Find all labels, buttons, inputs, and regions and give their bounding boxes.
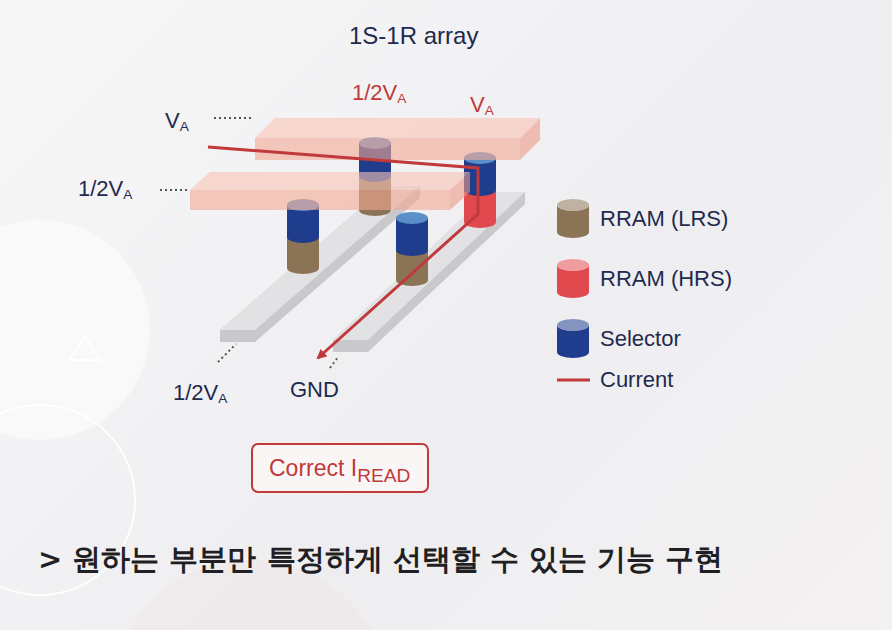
legend-text: Selector (600, 326, 681, 352)
legend-swatch (555, 318, 591, 360)
voltage-label: 1/2VA (352, 80, 406, 106)
legend-swatch (555, 258, 591, 300)
result-text: Correct IREAD (269, 455, 410, 481)
legend-text: RRAM (HRS) (600, 266, 732, 292)
voltage-label: VA (470, 92, 494, 118)
legend-text: Current (600, 367, 673, 393)
caption-text: > 원하는 부분만 특정하게 선택할 수 있는 기능 구현 (38, 540, 723, 580)
result-box: Correct IREAD (251, 443, 429, 493)
voltage-label: 1/2VA (78, 176, 132, 202)
diagram-title: 1S-1R array (349, 22, 478, 50)
legend-text: RRAM (LRS) (600, 206, 728, 232)
voltage-label: 1/2VA (173, 380, 227, 406)
legend-swatch (555, 198, 591, 240)
current-sample (557, 379, 590, 382)
voltage-label: VA (165, 108, 189, 134)
ground-label: GND (290, 377, 339, 403)
